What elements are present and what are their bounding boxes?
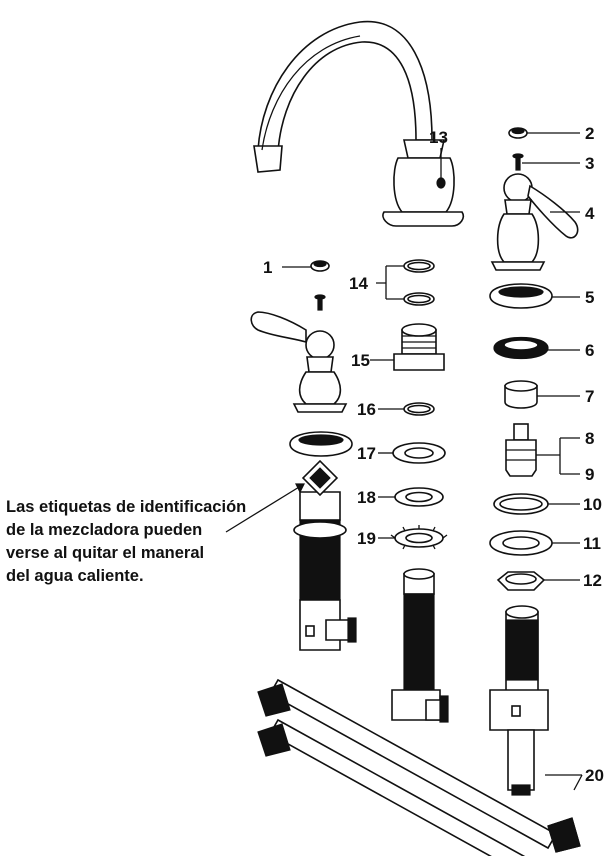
note-line-4: del agua caliente. [6,567,144,585]
callout-12: 12 [583,571,602,590]
part-8-9-cartridge [505,423,580,477]
left-screw [314,294,326,311]
callout-8: 8 [585,429,594,448]
part-14-orings [376,259,435,306]
note-line-1: Las etiquetas de identificación [6,498,246,516]
part-19-locknut [378,525,448,550]
right-valve-body [489,605,549,796]
callout-15: 15 [351,351,370,370]
callout-18: 18 [357,488,376,507]
callout-10: 10 [583,495,602,514]
callout-11: 11 [583,534,601,553]
part-3-screw [512,153,580,171]
identification-note: Las etiquetas de identificación de la me… [6,498,246,585]
part-12-nut [496,571,580,591]
note-line-3: verse al quitar el maneral [6,544,204,562]
part-4-handle [490,173,580,271]
part-7-collar [504,380,580,409]
callout-17: 17 [357,444,376,463]
part-13-setscrew [436,148,446,189]
callout-19: 19 [357,529,376,548]
annotation-arrow [225,483,305,533]
callout-7: 7 [585,387,594,406]
callout-4: 4 [585,204,595,223]
part-15-adapter [370,323,445,371]
center-shank [391,568,449,723]
part-17-gasket [378,442,446,464]
callout-16: 16 [357,400,376,419]
callout-5: 5 [585,288,594,307]
part-16-oring [378,402,435,416]
spout [253,20,465,227]
callout-6: 6 [585,341,594,360]
left-valve-body [293,491,357,651]
callout-9: 9 [585,465,594,484]
callout-13: 13 [429,128,448,147]
callout-numbers: 1 2 3 4 5 6 7 8 9 10 11 12 13 14 15 16 1… [263,124,604,785]
callout-1: 1 [263,258,272,277]
part-2-button [508,127,580,139]
part-5-escutcheon [489,283,580,309]
part-18-washer [378,487,444,507]
part-1-button [282,260,330,272]
note-line-2: de la mezcladora pueden [6,521,202,539]
part-6-bonnet [493,336,580,360]
identification-label [301,459,339,497]
part-11-washer [489,530,580,556]
callout-14: 14 [349,274,368,293]
callout-2: 2 [585,124,594,143]
left-escutcheon [289,431,353,457]
callout-3: 3 [585,154,594,173]
part-10-washer [493,493,580,515]
callout-20: 20 [585,766,604,785]
left-handle [250,311,348,413]
part-20-supply-hoses [257,678,583,856]
